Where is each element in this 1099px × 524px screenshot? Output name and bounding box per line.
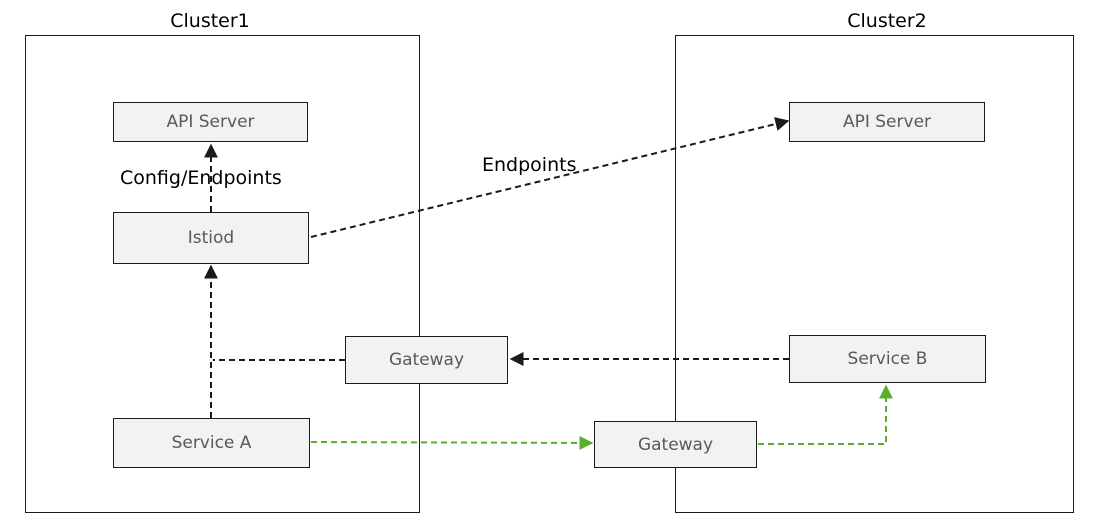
label-endpoints: Endpoints <box>482 154 577 176</box>
c2-api-server-node: API Server <box>789 102 985 142</box>
service-b-node: Service B <box>789 335 986 383</box>
c1-gateway-node: Gateway <box>345 336 508 384</box>
c2-gateway-node: Gateway <box>594 421 757 468</box>
cluster1-title: Cluster1 <box>170 10 250 32</box>
service-a-node: Service A <box>113 418 310 468</box>
istiod-node: Istiod <box>113 212 309 264</box>
cluster2-title: Cluster2 <box>847 10 927 32</box>
c1-api-server-node: API Server <box>113 102 308 142</box>
label-config-endpoints: Config/Endpoints <box>120 167 282 189</box>
